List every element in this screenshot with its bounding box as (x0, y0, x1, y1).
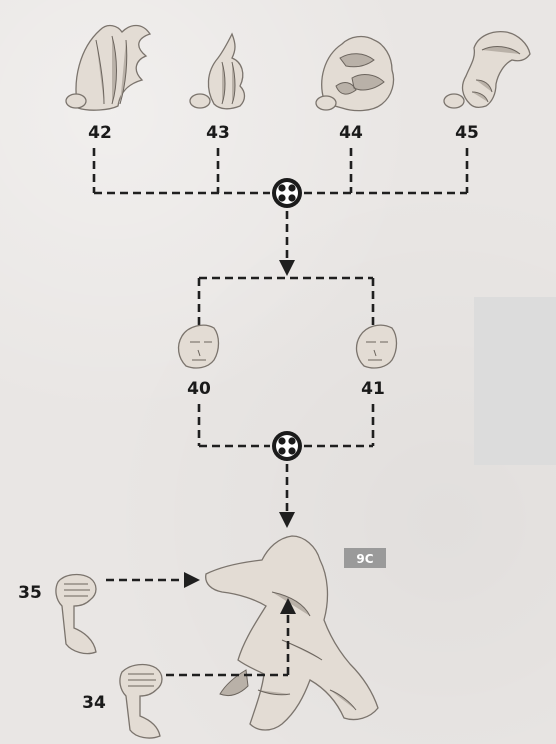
part-35-arm (55, 573, 97, 655)
mid-connector-bottom (197, 404, 375, 528)
choose-one-icon (272, 178, 302, 208)
bottom-connector-lines (106, 572, 296, 677)
mid-connector-top (197, 276, 375, 325)
part-label-43: 43 (206, 123, 230, 143)
body-figure (205, 535, 379, 731)
part-43-hair (189, 32, 246, 110)
part-40-face (177, 324, 220, 369)
part-label-45: 45 (455, 123, 479, 143)
side-panel (474, 297, 556, 465)
step-tag-label: 9C (356, 552, 373, 566)
part-42-hair (65, 24, 152, 111)
step-tag: 9C (344, 548, 386, 568)
top-connector-lines (92, 148, 469, 276)
part-label-35: 35 (18, 583, 42, 603)
part-label-44: 44 (339, 123, 363, 143)
part-label-40: 40 (187, 379, 211, 399)
part-34-arm (119, 663, 163, 739)
part-label-41: 41 (361, 379, 385, 399)
part-45-hair (443, 30, 531, 109)
part-label-34: 34 (82, 693, 106, 713)
part-44-hair (315, 35, 395, 112)
part-label-42: 42 (88, 123, 112, 143)
part-41-face (355, 324, 398, 369)
choose-one-icon (272, 431, 302, 461)
